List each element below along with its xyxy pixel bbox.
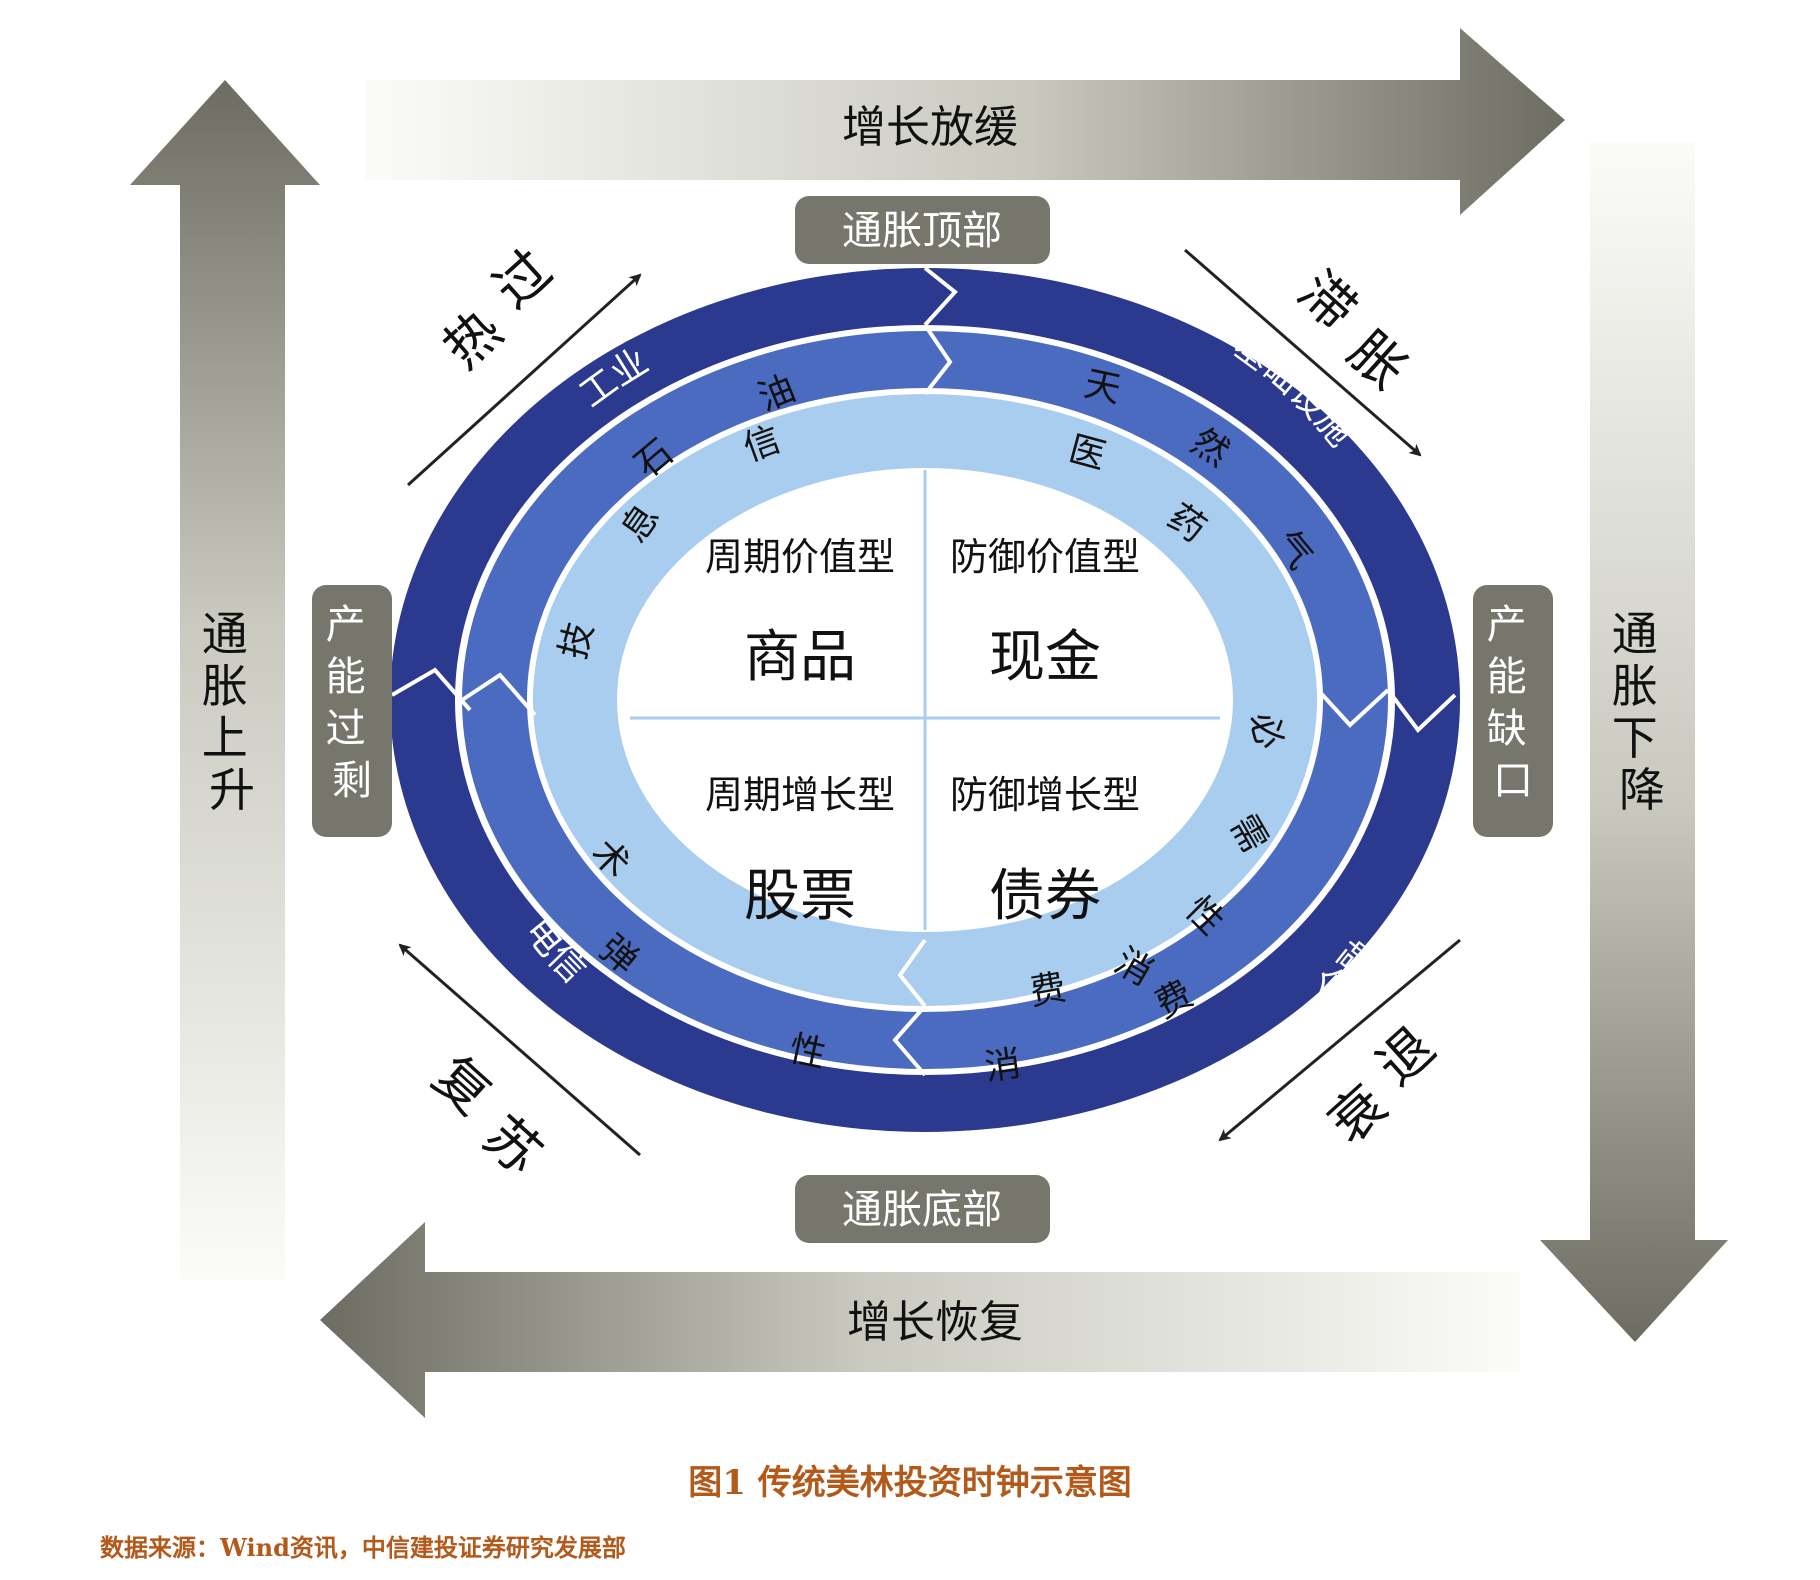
ring-label-elastic-3: 消 — [982, 1043, 1023, 1089]
svg-text:产 能 过 剩: 产 能 过 剩 — [326, 602, 379, 804]
svg-text:通胀顶部: 通胀顶部 — [842, 208, 1002, 254]
box-inflation-trough: 通胀底部 — [795, 1175, 1050, 1243]
phase-recession-2: 退 — [1365, 1015, 1447, 1098]
ring-label-gas-1: 天 — [1081, 363, 1125, 411]
phase-recovery-1: 复 — [421, 1044, 503, 1127]
clock-rings — [390, 266, 1460, 1132]
phase-recession-1: 衰 — [1317, 1073, 1399, 1156]
phase-stagflation-2: 胀 — [1336, 319, 1418, 402]
quadrant-tl-asset: 商品 — [744, 625, 856, 690]
arrow-growth-recovering-label: 增长恢复 — [847, 1297, 1023, 1348]
quadrant-bl-type: 周期增长型 — [705, 773, 895, 817]
quadrant-bl-asset: 股票 — [744, 864, 856, 929]
box-inflation-peak: 通胀顶部 — [795, 196, 1050, 264]
box-capacity-gap: 产 能 缺 口 — [1473, 585, 1553, 837]
phase-recovery-2: 苏 — [471, 1104, 553, 1187]
quadrant-br-asset: 债券 — [989, 864, 1101, 929]
phase-stagflation-1: 滞 — [1286, 259, 1368, 342]
arrow-recovery — [398, 943, 641, 1157]
ring-label-elastic-2: 性 — [786, 1028, 830, 1076]
arrow-inflation-rising: 通 胀 上 升 — [130, 80, 320, 1280]
figure-caption: 图1 传统美林投资时钟示意图 — [688, 1463, 1132, 1503]
svg-text:通胀底部: 通胀底部 — [842, 1187, 1002, 1233]
phase-overheat-1: 过 — [482, 238, 564, 321]
arrow-growth-recovering: 增长恢复 — [320, 1222, 1520, 1418]
quadrant-tr-type: 防御价值型 — [950, 535, 1140, 579]
svg-text:产 能 缺 口: 产 能 缺 口 — [1487, 602, 1540, 804]
arrow-inflation-rising-label: 通 胀 上 升 — [202, 607, 263, 817]
ring-label-staples-5: 费 — [1027, 967, 1070, 1014]
arrow-inflation-falling: 通 胀 下 降 — [1540, 142, 1728, 1342]
arrow-stagflation — [1184, 248, 1422, 457]
arrow-inflation-falling-label: 通 胀 下 降 — [1612, 607, 1673, 817]
arrow-growth-slowing: 增长放缓 — [365, 28, 1565, 215]
quadrant-tl-type: 周期价值型 — [705, 535, 895, 579]
quadrant-tr-asset: 现金 — [989, 625, 1101, 690]
data-source: 数据来源：Wind资讯，中信建投证券研究发展部 — [100, 1533, 626, 1562]
arrow-recession — [1218, 938, 1461, 1142]
phase-overheat-2: 热 — [432, 298, 514, 381]
arrow-growth-slowing-label: 增长放缓 — [842, 102, 1018, 153]
arrow-overheat — [406, 273, 642, 487]
quadrant-br-type: 防御增长型 — [950, 773, 1140, 817]
box-overcapacity: 产 能 过 剩 — [312, 585, 392, 837]
